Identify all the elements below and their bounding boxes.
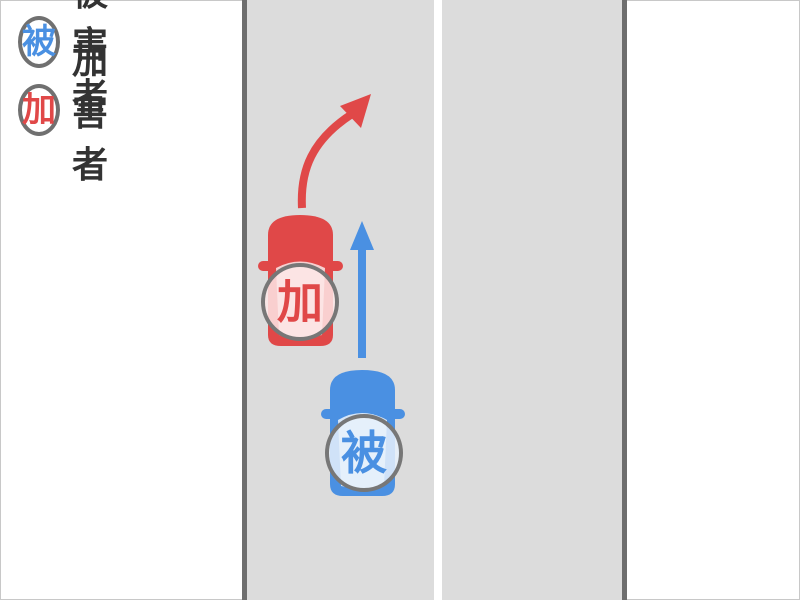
road-left-edge-line — [242, 0, 247, 600]
offender-car-badge: 加 — [277, 275, 323, 329]
victim-car-badge: 被 — [341, 426, 387, 480]
victim-straight-arrow-icon — [350, 221, 374, 358]
legend-label-offender: 加害者 — [72, 41, 110, 186]
legend-item-victim: 被 被害者 — [18, 0, 119, 118]
victim-car-icon — [321, 370, 405, 496]
victim-badge-icon: 被 — [18, 16, 60, 68]
offender-badge-icon: 加 — [18, 84, 60, 136]
offender-car-icon — [258, 215, 343, 346]
legend-item-offender: 加 加害者 — [18, 41, 119, 186]
legend-label-victim: 被害者 — [72, 0, 110, 118]
road-right-edge-line — [622, 0, 627, 600]
road-center-line — [434, 0, 442, 600]
offender-right-turn-arrow-icon — [297, 94, 371, 209]
